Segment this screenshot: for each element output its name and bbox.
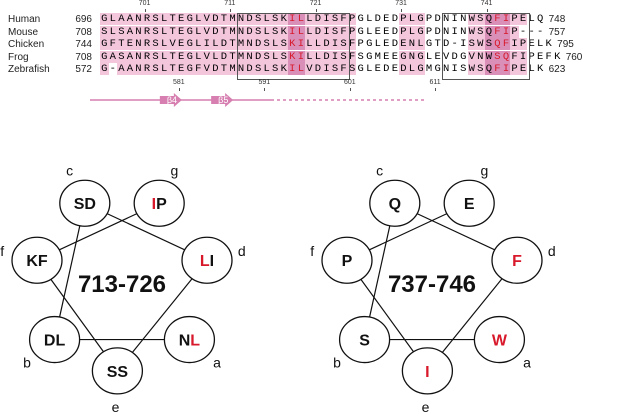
heptad-position-label: g	[481, 163, 489, 179]
end-position: 623	[548, 64, 566, 75]
residue-label: IP	[152, 196, 167, 213]
start-position: 708	[75, 51, 92, 63]
beta-strand-label: β4	[167, 95, 177, 105]
residue-label: SS	[107, 364, 129, 381]
residue-circle	[91, 347, 144, 395]
top-tick-label: 721	[309, 0, 322, 12]
residue-circle	[163, 315, 216, 364]
end-position: 757	[548, 26, 566, 38]
top-tick-label: 741	[480, 0, 493, 12]
residue-circle	[491, 236, 543, 284]
residue-label: DL	[44, 333, 66, 350]
top-tick-label: 701	[138, 0, 151, 12]
residue-label: W	[492, 333, 508, 350]
start-position: 744	[75, 39, 92, 50]
residue-circle	[321, 236, 373, 284]
start-position: 572	[75, 64, 92, 75]
residue-label: S	[359, 333, 370, 350]
heptad-position-label: c	[376, 163, 383, 179]
residue-label: E	[464, 196, 475, 213]
residue-label: I	[425, 364, 429, 381]
residue-circle	[28, 315, 81, 364]
residue-circle	[181, 236, 233, 284]
residue-circle	[401, 347, 454, 395]
beta-strand-arrow	[159, 93, 182, 107]
residue-circle	[369, 179, 421, 227]
heptad-position-label: f	[310, 243, 314, 259]
species-label: Human	[8, 14, 41, 25]
start-position: 708	[75, 26, 92, 38]
species-label: Frog	[8, 51, 29, 63]
species-label: Chicken	[8, 39, 45, 50]
residue-label: Q	[389, 196, 401, 213]
beta-strand-label: β5	[218, 95, 228, 105]
species-label: Mouse	[8, 26, 39, 38]
residue-circle	[473, 315, 526, 364]
heptad-position-label: b	[333, 355, 341, 371]
heptad-position-label: f	[0, 243, 4, 259]
residue-circle	[443, 179, 495, 227]
bottom-tick-label: 591	[258, 78, 271, 91]
heptad-position-label: d	[548, 243, 556, 259]
heptad-position-label: b	[23, 355, 31, 371]
beta-strand-arrow	[211, 93, 234, 107]
bottom-tick-label: 581	[172, 78, 185, 91]
heptad-position-label: a	[213, 355, 221, 371]
residue-label: P	[342, 253, 353, 270]
heptad-position-label: e	[422, 399, 430, 413]
residue-circle	[11, 236, 63, 284]
heptad-position-label: a	[523, 355, 531, 371]
end-position: 795	[557, 39, 574, 50]
residue-label: LI	[200, 253, 214, 270]
end-position: 760	[565, 51, 583, 63]
helix-range-label: 737-746	[388, 271, 476, 298]
heptad-position-label: d	[238, 243, 246, 259]
helical-wheel-1: IP gLI dNL aSS e DL b KF f SD c 713-726	[0, 163, 246, 413]
heptad-position-label: e	[112, 399, 120, 413]
heptad-position-label: g	[171, 163, 179, 179]
residue-circle	[59, 179, 111, 227]
residue-label: KF	[26, 253, 48, 270]
start-position: 696	[75, 14, 92, 25]
secondary-structure-track: β4 β5	[90, 93, 425, 107]
bottom-tick-label: 611	[429, 78, 441, 91]
helix-range-label: 713-726	[78, 271, 166, 298]
residue-circle	[338, 315, 391, 364]
species-label: Zebrafish	[8, 64, 50, 75]
residue-label: NL	[179, 333, 201, 350]
residue-label: SD	[74, 196, 96, 213]
bottom-tick-label: 601	[343, 78, 356, 91]
top-tick-label: 731	[395, 0, 407, 12]
end-position: 748	[548, 14, 566, 25]
residue-label: F	[512, 253, 522, 270]
heptad-position-label: c	[66, 163, 73, 179]
top-tick-label: 711	[224, 0, 236, 12]
residue-circle	[133, 179, 185, 227]
